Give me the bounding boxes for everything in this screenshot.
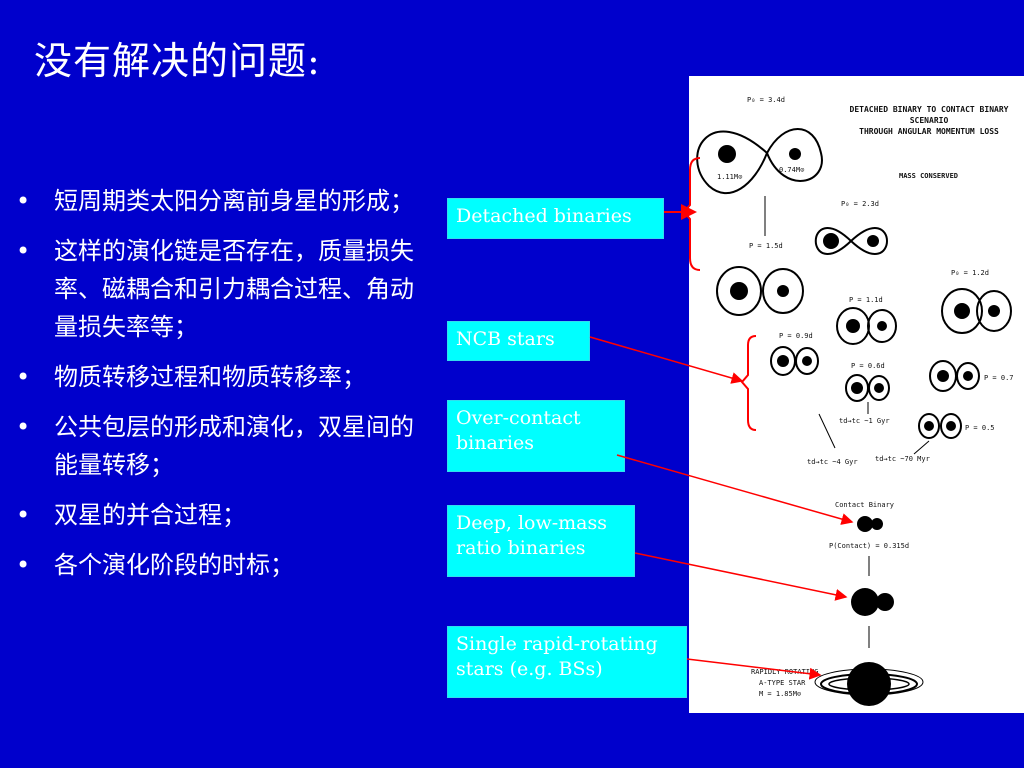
star-primary xyxy=(823,233,839,249)
star-secondary xyxy=(874,383,884,393)
bullet-dot: • xyxy=(16,237,31,265)
bullet-dot: • xyxy=(16,501,31,529)
label-p-09d: P = 0.9d xyxy=(779,332,813,340)
bullet-text: 物质转移过程和物质转移率； xyxy=(54,363,366,391)
label-single-rapid-rotating-stars: Single rapid-rotating stars (e.g. BSs) xyxy=(447,626,687,698)
roche-lobe-right xyxy=(940,413,962,439)
bullet-text: 短周期类太阳分离前身星的形成； xyxy=(54,187,414,215)
label-p-06d: P = 0.6d xyxy=(851,362,885,370)
label-timescale-4gyr: td→tc ~4 Gyr xyxy=(807,458,858,466)
label-p-15d: P = 1.5d xyxy=(749,242,783,250)
label-timescale-1gyr: td→tc ~1 Gyr xyxy=(839,417,890,425)
star-primary xyxy=(777,355,789,367)
roche-lobe-right xyxy=(762,268,804,314)
rapid-rotating-star xyxy=(814,662,924,706)
roche-lobe-left xyxy=(941,288,983,334)
roche-lobe-left xyxy=(918,413,940,439)
roche-lobe-right xyxy=(795,347,819,375)
bullet-item: • 各个演化阶段的时标； xyxy=(16,546,436,584)
label-timescale-70myr: td→tc ~70 Myr xyxy=(875,455,930,463)
star-secondary xyxy=(789,148,801,160)
label-p-05: P = 0.5 xyxy=(965,424,995,432)
label-mass-074: 0.74M⊙ xyxy=(779,166,804,174)
roche-lobe-left xyxy=(716,266,762,316)
star-secondary xyxy=(867,235,879,247)
label-rapidly-rotating: RAPIDLY ROTATING xyxy=(751,668,818,676)
star-secondary xyxy=(946,421,956,431)
label-p0-23d: P₀ = 2.3d xyxy=(841,200,879,208)
star-primary xyxy=(718,145,736,163)
label-contact-binary: Contact Binary xyxy=(835,501,894,509)
roche-lobe-right xyxy=(956,362,980,390)
star-primary xyxy=(851,382,863,394)
connector-line xyxy=(818,413,836,449)
bullet-text: 各个演化阶段的时标； xyxy=(54,551,294,579)
label-p-07: P = 0.7 xyxy=(984,374,1014,382)
diagram-title-line1: DETACHED BINARY TO CONTACT BINARY SCENAR… xyxy=(849,105,1009,125)
bullet-text: 双星的并合过程； xyxy=(54,501,246,529)
bullet-dot: • xyxy=(16,551,31,579)
roche-lobe-right xyxy=(976,290,1012,332)
bullet-item: • 公共包层的形成和演化，双星间的能量转移； xyxy=(16,408,436,484)
contact-star-primary xyxy=(857,516,873,532)
label-p0-34d: P₀ = 3.4d xyxy=(747,96,785,104)
star-primary xyxy=(924,421,934,431)
diagram-title-line2: THROUGH ANGULAR MOMENTUM LOSS xyxy=(859,127,999,136)
binary-detached-large xyxy=(696,128,823,195)
bullet-item: • 双星的并合过程； xyxy=(16,496,436,534)
diagram-title: DETACHED BINARY TO CONTACT BINARY SCENAR… xyxy=(829,104,1024,137)
label-mass-185: M = 1.85M⊙ xyxy=(759,690,801,698)
label-p-contact: P(Contact) = 0.315d xyxy=(829,542,909,550)
bullet-list: • 短周期类太阳分离前身星的形成； • 这样的演化链是否存在，质量损失率、磁耦合和引… xyxy=(16,182,436,596)
star-secondary xyxy=(777,285,789,297)
bullet-text: 这样的演化链是否存在，质量损失率、磁耦合和引力耦合过程、角动量损失率等； xyxy=(54,237,414,341)
bullet-item: • 这样的演化链是否存在，质量损失率、磁耦合和引力耦合过程、角动量损失率等； xyxy=(16,232,436,346)
bullet-text: 公共包层的形成和演化，双星间的能量转移； xyxy=(54,413,414,479)
bullet-item: • 短周期类太阳分离前身星的形成； xyxy=(16,182,436,220)
bullet-dot: • xyxy=(16,413,31,441)
slide-title: 没有解决的问题: xyxy=(34,39,321,83)
roche-lobe-right xyxy=(868,375,890,401)
star-primary xyxy=(937,370,949,382)
bullet-dot: • xyxy=(16,187,31,215)
diagram-subtitle: MASS CONSERVED xyxy=(899,172,959,180)
label-deep-low-mass-ratio-binaries: Deep, low-mass ratio binaries xyxy=(447,505,635,577)
star-primary xyxy=(730,282,748,300)
merging-star-primary xyxy=(851,588,879,616)
label-p-11d: P = 1.1d xyxy=(849,296,883,304)
star-secondary xyxy=(802,356,812,366)
label-mass-111: 1.11M⊙ xyxy=(717,173,742,181)
binary-23d-roche xyxy=(814,227,888,255)
star-secondary xyxy=(988,305,1000,317)
label-detached-binaries: Detached binaries xyxy=(447,198,664,239)
label-p0-12d: P₀ = 1.2d xyxy=(951,269,989,277)
star-secondary xyxy=(877,321,887,331)
bullet-item: • 物质转移过程和物质转移率； xyxy=(16,358,436,396)
star-secondary xyxy=(963,371,973,381)
merging-star-secondary xyxy=(876,593,894,611)
diagram-svg: P₀ = 3.4d 1.11M⊙ 0.74M⊙ P₀ = 2.3d P = 1.… xyxy=(696,96,1014,706)
bullet-dot: • xyxy=(16,363,31,391)
connector-line xyxy=(913,440,930,455)
star-primary xyxy=(954,303,970,319)
label-ncb-stars: NCB stars xyxy=(447,321,590,361)
star-primary xyxy=(846,319,860,333)
evolution-diagram: DETACHED BINARY TO CONTACT BINARY SCENAR… xyxy=(689,76,1024,713)
roche-lobe-right xyxy=(867,309,897,343)
label-over-contact-binaries: Over-contact binaries xyxy=(447,400,625,472)
contact-star-secondary xyxy=(871,518,883,530)
label-a-type-star: A-TYPE STAR xyxy=(759,679,806,687)
